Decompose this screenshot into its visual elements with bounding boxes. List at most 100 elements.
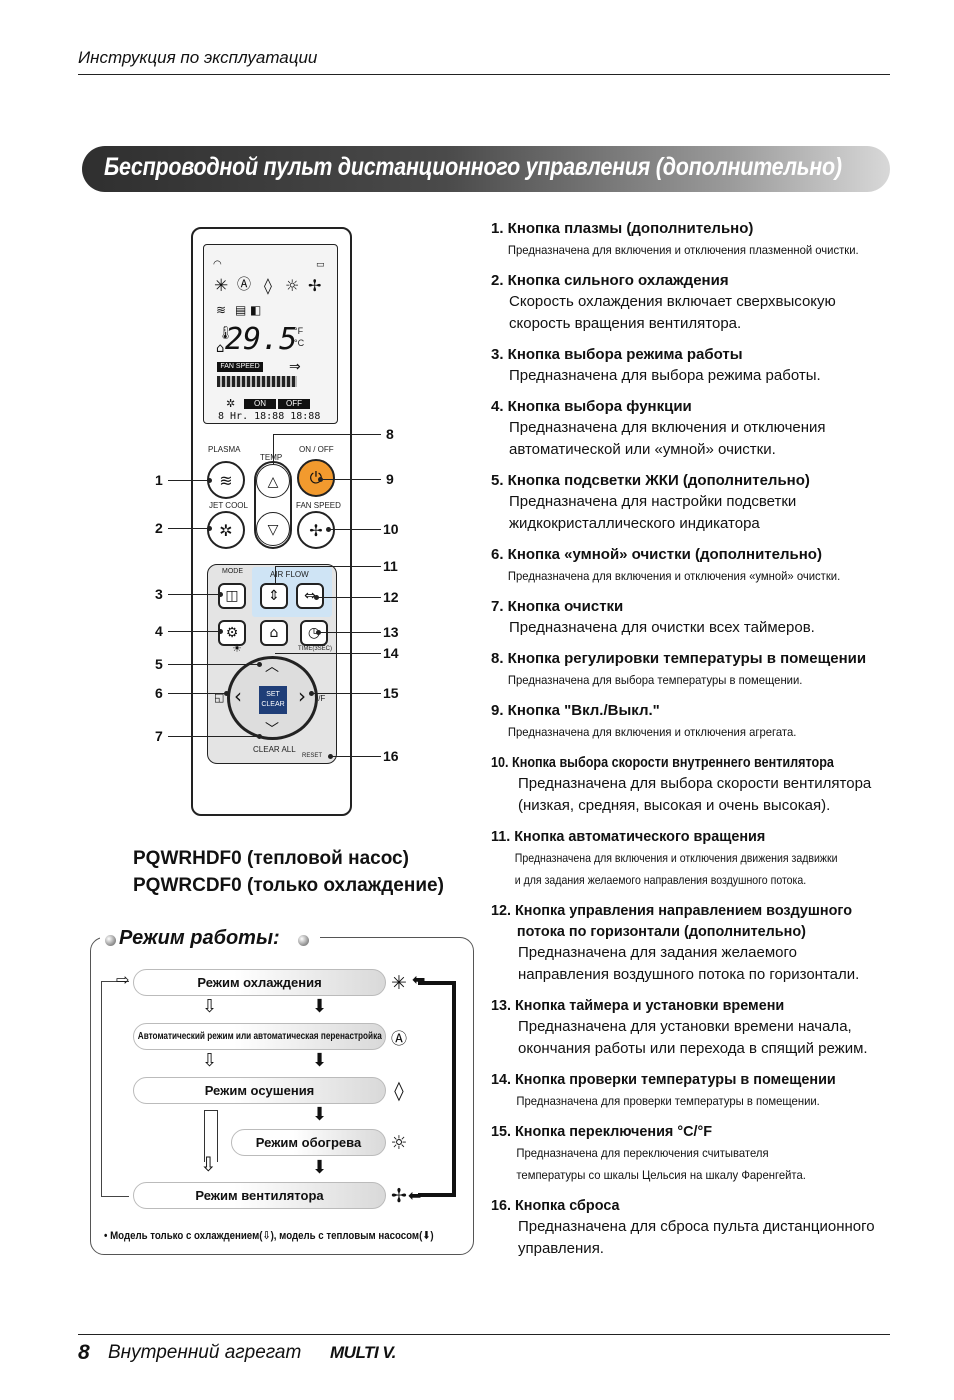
callout-2: 2 [155,520,163,536]
item-title: 7. Кнопка очистки [491,598,624,615]
lcd-clock: 8 Hr. 18:88 18:88 [218,411,321,422]
callout-12: 12 [383,589,399,605]
chevron-down-icon[interactable]: ﹀ [265,722,279,738]
bullet-ball [298,935,309,946]
lcd-on: ON [244,399,276,409]
note-heat-pump: ), модель с тепловым насосом( [270,1230,423,1242]
jetcool-icon: ✲ [219,520,233,540]
item-desc-2: и для задания желаемого направления возд… [514,873,807,887]
item-title: 4. Кнопка выбора функции [491,398,692,415]
label-fanspeed: FAN SPEED [296,501,341,510]
label-plasma: PLASMA [208,445,241,454]
callout-5: 5 [155,656,163,672]
leader-dot [207,526,212,531]
label-set: SET [266,691,280,698]
leader-dot [224,691,229,696]
gear-icon: ⚙ [225,625,239,641]
lcd-segment-bar [217,376,297,387]
item-desc: Предназначена для проверки температуры в… [516,1094,820,1108]
droplet-icon: ◊ [264,276,272,295]
function-button[interactable]: ⚙ [218,620,246,646]
list-item: 8. Кнопка регулировки температуры в поме… [491,648,891,691]
leader-dot [328,754,333,759]
arrow-right-icon: ⇒ [289,359,301,375]
arrow-down-outline-icon: ⇩ [202,996,218,1017]
item-title: 15. Кнопка переключения °C/°F [491,1123,713,1140]
leader-line [320,479,381,480]
home-icon: ⌂ [269,625,279,641]
horizontal-airflow-button[interactable]: ⇔ [296,583,324,609]
leader-dot [309,691,314,696]
model-heat-pump: PQWRHDF0 (тепловой насос) [133,848,409,869]
jet-cool-button[interactable]: ✲ [207,511,245,549]
temp-down-button[interactable]: ▽ [256,512,290,546]
list-item: 12. Кнопка управления направлением возду… [491,900,891,986]
label-onoff: ON / OFF [299,445,334,454]
item-desc: Скорость охлаждения включает сверхвысоку… [509,293,836,332]
mode-fan: Режим вентилятора [133,1182,386,1209]
arrow-left-solid-icon: ⬅ [408,1186,422,1205]
home-icon: ⌂ [216,341,225,356]
label-clearall: CLEAR ALL [253,745,296,754]
item-desc: Предназначена для установки времени нача… [518,1018,868,1057]
fan-speed-button[interactable]: ✢ [297,511,335,549]
timer-button[interactable]: ◷ [300,620,328,646]
callout-16: 16 [383,748,399,764]
list-item: 10. Кнопка выбора скорости внутреннего в… [491,752,891,817]
lcd-temperature: 29.5 [225,322,298,357]
item-desc: Предназначена для выбора скорости вентил… [518,775,872,814]
item-desc: Предназначена для включения и отключения… [509,419,826,458]
smart-clean-icon: ◱ [214,691,225,704]
mode-dry: Режим осушения [133,1077,386,1104]
leader-line [273,434,381,435]
auto-ai-icon: Ⓐ [237,277,251,293]
leader-line [168,736,260,737]
item-desc-2: температуры со шкалы Цельсия на шкалу Фа… [516,1168,806,1182]
callout-15: 15 [383,685,399,701]
leader-dot [218,592,223,597]
plasma-button[interactable]: ≋ [207,461,245,499]
item-title: 12. Кнопка управления направлением возду… [491,902,853,940]
lcd-off: OFF [278,399,310,409]
label-jetcool: JET COOL [209,501,248,510]
label-reset: RESET [302,753,323,759]
chevron-right-icon[interactable]: › [298,684,306,708]
auto-ai-icon: Ⓐ [390,1028,407,1048]
room-temp-button[interactable]: ⌂ [260,620,288,646]
sun-icon: ☼ [285,276,300,295]
power-icon: ⏻ [309,468,323,487]
item-title: 8. Кнопка регулировки температуры в поме… [491,650,867,667]
auto-swing-button[interactable]: ⇕ [260,583,288,609]
leader-dot [218,629,223,634]
item-desc: Предназначена для включения и отключения… [507,243,859,257]
item-title: 2. Кнопка сильного охлаждения [491,272,729,289]
callout-8: 8 [386,426,394,442]
list-item: 9. Кнопка "Вкл./Выкл."Предназначена для … [491,700,891,743]
leader-dot [316,630,321,635]
callout-4: 4 [155,623,163,639]
leader-line [311,693,381,694]
callout-6: 6 [155,685,163,701]
item-title: 6. Кнопка «умной» очистки (дополнительно… [491,546,822,563]
cool-only-flow-shaft [204,1110,218,1162]
mode-cool: Режим охлаждения [133,969,386,996]
chevron-up-icon[interactable]: ︿ [265,659,279,675]
arrow-down-solid-icon: ⬇ [312,996,328,1017]
power-button[interactable]: ⏻ [297,459,335,497]
callout-14: 14 [383,645,399,661]
note-cool-only: Модель только с охлаждением( [110,1230,263,1242]
droplet-icon: ◊ [394,1079,404,1102]
brand-logo: MULTI V. [330,1343,396,1362]
leader-line [318,632,381,633]
chevron-left-icon[interactable]: ‹ [234,684,242,708]
triangle-up-icon: △ [267,472,279,489]
temp-up-button[interactable]: △ [256,464,290,498]
snowflake-icon: ✳ [391,971,407,994]
lcd-unit-c: °C [294,338,305,348]
callout-13: 13 [383,624,399,640]
